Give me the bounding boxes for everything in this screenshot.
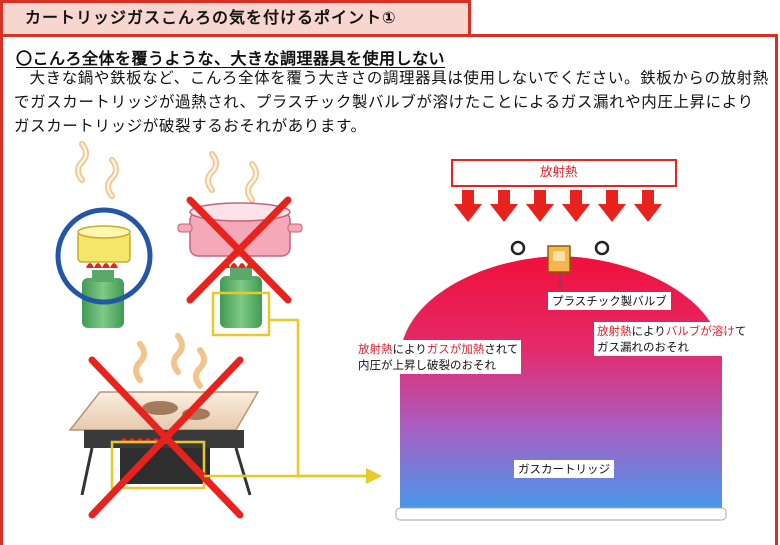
left-note-part4: されて [484,342,519,356]
left-note-part2: により [392,342,427,356]
point-body-text: 大きな鍋や鉄板など、こんろ全体を覆う大きさの調理器具は使用しないでください。鉄板… [14,69,769,135]
content-frame [0,34,778,545]
right-note-part1: 放射熱 [597,324,632,338]
right-note-part4: て [734,324,747,338]
large-pot-ng-illustration [177,151,303,337]
callout-lines [204,318,368,478]
radiant-heat-label: 放射熱 [540,164,578,179]
left-note-part1: 放射熱 [358,342,393,356]
small-pot-ok-illustration [55,141,153,328]
plastic-valve-label: プラスチック製バルブ [548,292,671,310]
callout-arrowhead [366,468,382,484]
iron-plate-ng-illustration [68,333,260,519]
right-risk-note: 放射熱によりバルブが溶けて ガス漏れのおそれ [594,322,750,356]
left-risk-note: 放射熱によりガスが加熱されて 内圧が上昇し破裂のおそれ [355,340,522,374]
gas-cartridge-cross-section [395,240,727,521]
right-note-line2: ガス漏れのおそれ [597,340,689,354]
gas-cartridge-label: ガスカートリッジ [514,460,614,478]
right-note-part3: バルブが溶け [665,324,735,338]
left-note-line2: 内圧が上昇し破裂のおそれ [358,358,496,372]
right-note-part2: により [631,324,666,338]
section-title: カートリッジガスこんろの気を付けるポイント① [0,0,471,34]
radiant-heat-box [451,159,677,187]
heat-arrows [454,190,662,222]
left-note-part3: ガスが加熱 [426,342,485,356]
point-heading: 〇こんろ全体を覆うような、大きな調理器具を使用しない [16,49,446,68]
